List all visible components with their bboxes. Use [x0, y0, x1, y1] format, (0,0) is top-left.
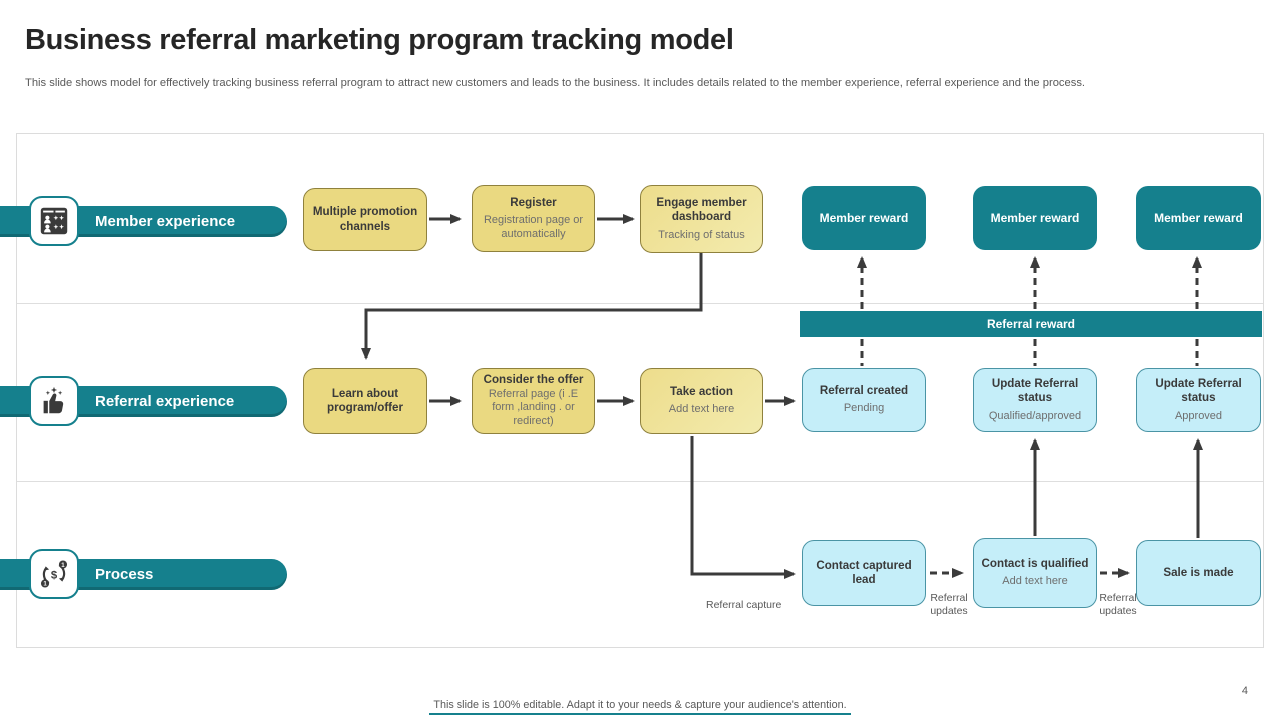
flow-box-sale-is-made: Sale is made — [1136, 540, 1261, 606]
slide-footer: This slide is 100% editable. Adapt it to… — [0, 695, 1280, 715]
referral-reward-bar: Referral reward — [800, 311, 1262, 337]
label-referral-capture: Referral capture — [706, 599, 782, 611]
flow-box-take-action: Take action Add text here — [640, 368, 763, 434]
flow-box-engage-member-dashboard: Engage member dashboard Tracking of stat… — [640, 185, 763, 253]
lane-label: Referral experience — [95, 393, 235, 410]
flow-box-learn-about-program: Learn about program/offer — [303, 368, 427, 434]
lane-divider-1 — [17, 303, 1263, 304]
label-referral-updates-1: Referral updates — [930, 592, 968, 617]
page-title: Business referral marketing program trac… — [25, 24, 734, 56]
page-subtitle: This slide shows model for effectively t… — [25, 77, 1086, 89]
flow-box-update-referral-status-approved: Update Referral status Approved — [1136, 368, 1261, 432]
svg-text:$: $ — [51, 569, 58, 581]
lane-divider-2 — [17, 481, 1263, 482]
flow-box-contact-captured-lead: Contact captured lead — [802, 540, 926, 606]
flow-box-referral-created: Referral created Pending — [802, 368, 926, 432]
member-reward-box-2: Member reward — [973, 186, 1097, 250]
flow-box-contact-is-qualified: Contact is qualified Add text here — [973, 538, 1097, 608]
thumbs-up-stars-icon — [29, 376, 79, 426]
money-cycle-icon: $ 1 1 — [29, 549, 79, 599]
flow-box-update-referral-status-qualified: Update Referral status Qualified/approve… — [973, 368, 1097, 432]
svg-text:1: 1 — [61, 562, 65, 569]
flow-box-consider-the-offer: Consider the offer Referral page (i .E f… — [472, 368, 595, 434]
referral-reward-label: Referral reward — [986, 317, 1076, 331]
flow-box-register: Register Registration page or automatica… — [472, 185, 595, 252]
lane-label: Member experience — [95, 213, 236, 230]
lane-label: Process — [95, 566, 154, 583]
page-number: 4 — [1241, 685, 1248, 697]
member-reward-box-3: Member reward — [1136, 186, 1261, 250]
member-reward-box-1: Member reward — [802, 186, 926, 250]
svg-text:1: 1 — [43, 581, 47, 588]
footer-text: This slide is 100% editable. Adapt it to… — [429, 699, 851, 715]
label-referral-updates-2: Referral updates — [1099, 592, 1137, 617]
flow-box-multiple-promotion-channels: Multiple promotion channels — [303, 188, 427, 251]
members-window-icon — [29, 196, 79, 246]
